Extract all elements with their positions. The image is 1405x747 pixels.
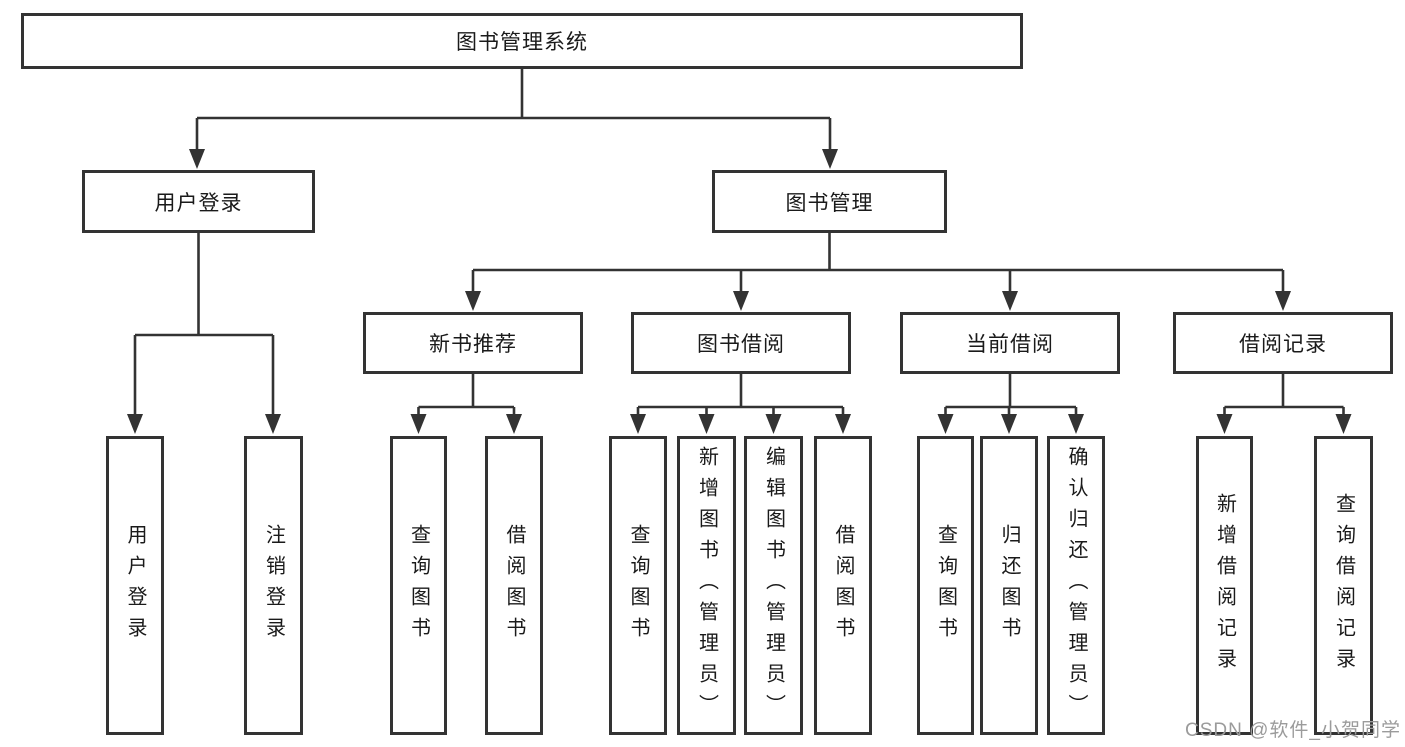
leaf-query-books-recommend-label: 查询图书 [407,523,430,648]
node-book-borrowing: 图书借阅 [631,312,851,374]
node-book-borrowing-label: 图书借阅 [697,333,785,356]
leaf-add-book-admin: 新增图书（管理员） [677,436,736,735]
leaf-edit-book-admin: 编辑图书（管理员） [744,436,803,735]
leaf-edit-book-admin-label: 编辑图书（管理员） [762,446,785,725]
node-new-book-recommendation: 新书推荐 [363,312,583,374]
node-current-borrowing-label: 当前借阅 [966,333,1054,356]
leaf-add-book-admin-label: 新增图书（管理员） [695,446,718,725]
leaf-borrow-books-recommend-label: 借阅图书 [503,523,525,648]
leaf-borrow-books-borrowing-label: 借阅图书 [832,523,854,648]
watermark: CSDN @软件_小贺同学 [1185,720,1401,741]
node-root-label: 图书管理系统 [456,31,588,54]
leaf-query-books-current-label: 查询图书 [934,523,957,648]
node-current-borrowing: 当前借阅 [900,312,1120,374]
node-book-management: 图书管理 [712,170,947,233]
leaf-query-borrow-record-label: 查询借阅记录 [1332,492,1355,679]
leaf-logout-label: 注销登录 [262,523,285,648]
node-user-login: 用户登录 [82,170,315,233]
node-borrowing-records-label: 借阅记录 [1239,333,1327,356]
node-book-management-label: 图书管理 [785,191,874,215]
leaf-add-borrow-record-label: 新增借阅记录 [1213,492,1236,679]
leaf-borrow-books-borrowing: 借阅图书 [814,436,872,735]
leaf-query-books-current: 查询图书 [917,436,974,735]
leaf-return-books-label: 归还图书 [998,523,1020,648]
leaf-user-login-label: 用户登录 [124,523,146,648]
leaf-query-books-recommend: 查询图书 [390,436,447,735]
leaf-return-books: 归还图书 [980,436,1038,735]
leaf-query-borrow-record: 查询借阅记录 [1314,436,1373,735]
node-user-login-label: 用户登录 [154,191,243,215]
leaf-user-login: 用户登录 [106,436,164,735]
leaf-query-books-borrowing-label: 查询图书 [627,523,649,648]
leaf-query-books-borrowing: 查询图书 [609,436,667,735]
node-new-book-recommendation-label: 新书推荐 [429,333,517,356]
leaf-borrow-books-recommend: 借阅图书 [485,436,543,735]
leaf-confirm-return-admin-label: 确认归还（管理员） [1065,446,1087,725]
node-borrowing-records: 借阅记录 [1173,312,1393,374]
node-root: 图书管理系统 [21,13,1023,69]
leaf-logout: 注销登录 [244,436,303,735]
leaf-add-borrow-record: 新增借阅记录 [1196,436,1253,735]
leaf-confirm-return-admin: 确认归还（管理员） [1047,436,1105,735]
